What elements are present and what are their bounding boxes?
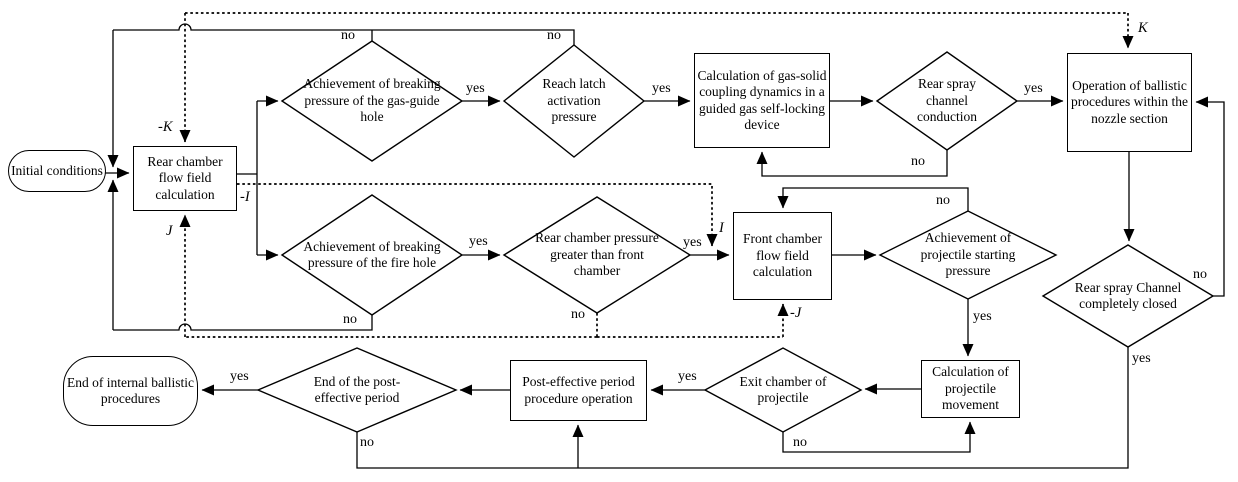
decision-end-post-text: End of the post-effective period [313, 373, 401, 405]
node-end-internal-ballistics: End of internal ballistic procedures [63, 356, 198, 426]
decision-fire-hole-shape [280, 194, 464, 316]
label-no-end-post: no [360, 435, 374, 450]
decision-exit-chamber-text: Exit chamber of projectile [739, 373, 827, 405]
decision-exit-chamber-label: Exit chamber of projectile [728, 368, 838, 412]
decision-conduction-shape [875, 51, 1019, 151]
label-no-closed: no [1193, 267, 1207, 282]
label-yes-conduction: yes [1024, 81, 1043, 96]
label-symbol-J: J [166, 223, 173, 239]
label-symbol-negJ: -J [790, 305, 802, 321]
node-gas-solid-coupling: Calculation of gas-solid coupling dynami… [694, 53, 830, 148]
label-symbol-negI: -I [240, 189, 250, 205]
decision-pressure-greater-label: Rear chamber pressure greater than front… [527, 226, 667, 284]
label-yes-closed: yes [1132, 351, 1151, 366]
decision-conduction-text: Rear spray channel conduction [917, 76, 977, 125]
label-no-pressure: no [571, 307, 585, 322]
label-no-exit: no [793, 435, 807, 450]
decision-starting-pressure-label: Achievement of projectile starting press… [902, 228, 1034, 282]
node-front-chamber-calculation-label: Front chamber flow field calculation [742, 231, 823, 280]
label-yes-pressure: yes [683, 235, 702, 250]
node-projectile-movement-label: Calculation of projectile movement [932, 364, 1009, 413]
node-nozzle-operation: Operation of ballistic procedures within… [1067, 53, 1192, 152]
node-initial-conditions-label: Initial conditions [11, 162, 103, 178]
node-post-effective-operation: Post-effective period procedure operatio… [510, 360, 647, 421]
label-no-conduction: no [911, 154, 925, 169]
label-yes-fire-hole: yes [469, 234, 488, 249]
node-rear-chamber-calculation: Rear chamber flow field calculation [133, 146, 237, 211]
edge-exit-no-loop [782, 421, 976, 453]
node-rear-chamber-calculation-label: Rear chamber flow field calculation [147, 153, 223, 202]
edge-no-return-bottom-firehole [113, 315, 373, 331]
node-end-internal-ballistics-label: End of internal ballistic procedures [66, 374, 195, 406]
label-no-starting: no [936, 193, 950, 208]
decision-exit-chamber-shape [703, 347, 863, 433]
label-no-latch: no [547, 28, 561, 43]
decision-fire-hole-text: Achievement of breaking pressure of the … [303, 238, 441, 270]
label-symbol-negK: -K [158, 119, 173, 135]
decision-conduction-label: Rear spray channel conduction [897, 76, 997, 125]
edge-starting-no-loop [777, 187, 969, 211]
decision-channel-closed-shape [1041, 244, 1215, 348]
node-nozzle-operation-label: Operation of ballistic procedures within… [1071, 77, 1188, 126]
decision-gas-guide-text: Achievement of breaking pressure of the … [303, 76, 441, 125]
label-yes-exit: yes [678, 369, 697, 384]
decision-latch-label: Reach latch activation pressure [524, 76, 624, 126]
label-symbol-K: K [1138, 20, 1148, 36]
decision-starting-pressure-text: Achievement of projectile starting press… [920, 230, 1016, 279]
decision-latch-text: Reach latch activation pressure [542, 76, 606, 125]
node-post-effective-operation-label: Post-effective period procedure operatio… [522, 374, 635, 406]
label-yes-end-post: yes [230, 369, 249, 384]
label-no-gas-guide: no [341, 28, 355, 43]
edge-dashed-negI-I [237, 183, 718, 247]
decision-channel-closed-text: Rear spray Channel completely closed [1074, 279, 1182, 311]
node-projectile-movement: Calculation of projectile movement [921, 360, 1020, 418]
label-yes-gas-guide: yes [466, 81, 485, 96]
node-front-chamber-calculation: Front chamber flow field calculation [733, 212, 832, 300]
label-no-fire-hole: no [343, 312, 357, 327]
decision-pressure-greater-text: Rear chamber pressure greater than front… [535, 230, 659, 279]
decision-gas-guide-shape [280, 40, 464, 162]
decision-end-post-label: End of the post-effective period [297, 367, 417, 413]
label-yes-starting: yes [973, 309, 992, 324]
node-gas-solid-coupling-label: Calculation of gas-solid coupling dynami… [697, 67, 827, 132]
decision-pressure-greater-shape [502, 196, 692, 314]
node-initial-conditions: Initial conditions [8, 150, 106, 192]
edge-rearchamber-split [237, 101, 258, 255]
label-yes-latch: yes [652, 81, 671, 96]
edge-conduction-no-loop [756, 150, 948, 177]
edge-no-return-top [113, 23, 575, 45]
decision-end-post-shape [256, 347, 458, 433]
edge-closed-no-loop [1195, 96, 1225, 297]
label-symbol-I: I [719, 220, 724, 236]
decision-starting-pressure-shape [878, 210, 1058, 300]
decision-gas-guide-label: Achievement of breaking pressure of the … [302, 71, 442, 131]
decision-latch-shape [502, 44, 646, 158]
edge-closed-yes-bottom-line [356, 347, 1129, 469]
decision-channel-closed-label: Rear spray Channel completely closed [1065, 271, 1191, 321]
decision-fire-hole-label: Achievement of breaking pressure of the … [302, 226, 442, 284]
